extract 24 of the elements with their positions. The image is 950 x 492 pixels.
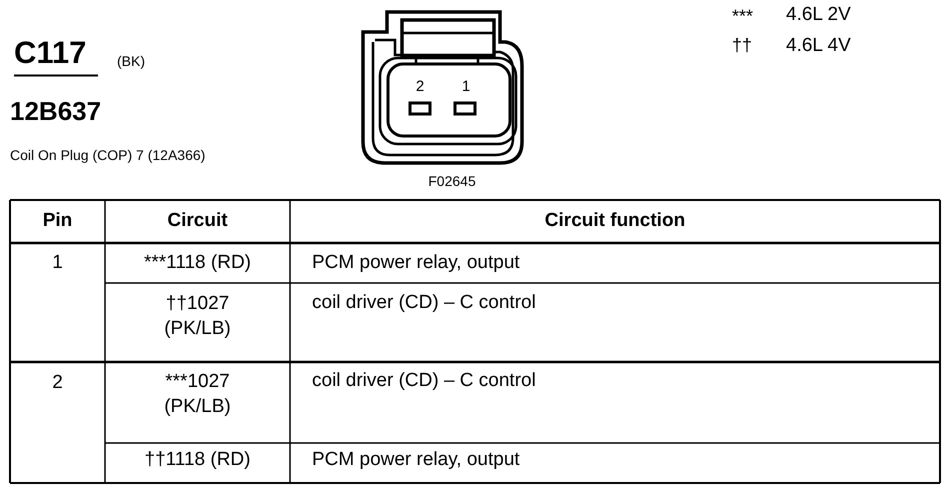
column-header: Circuit function [544,210,686,232]
component-description: Coil On Plug (COP) 7 (12A366) [10,147,206,164]
part-number: 12B637 [10,97,102,127]
pin-number: 2 [414,78,426,96]
footnote-text: 4.6L 2V [786,4,851,26]
pin-cell-text: 1 [51,252,64,274]
footnote-symbol: †† [732,35,754,56]
function-cell-text: coil driver (CD) – C control [312,292,537,314]
footnote-symbol: *** [732,6,754,27]
function-cell-text: coil driver (CD) – C control [312,370,537,392]
circuit-cell-text: ††1118 (RD) [144,449,252,471]
circuit-cell-text: ***1027 (PK/LB) [163,370,232,419]
pin-number: 1 [460,78,472,96]
function-cell-text: PCM power relay, output [312,449,521,471]
column-header: Circuit [166,210,229,232]
circuit-cell-text: ††1027 (PK/LB) [163,292,232,341]
column-header: Pin [42,210,74,232]
pin-cell-text: 2 [51,372,64,394]
circuit-cell-text: ***1118 (RD) [142,252,252,274]
color-code: (BK) [117,53,145,70]
function-cell-text: PCM power relay, output [312,252,521,274]
connector-title: C117 [14,35,86,71]
figure-number: F02645 [427,173,477,190]
footnote-text: 4.6L 4V [786,35,851,57]
